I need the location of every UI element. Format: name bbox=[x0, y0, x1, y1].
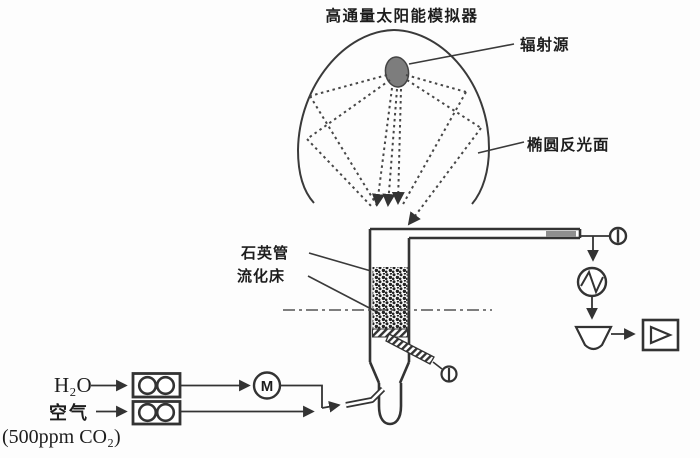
light-ray bbox=[306, 79, 391, 140]
gauge-icon bbox=[608, 226, 628, 246]
reflector-label: 椭圆反光面 bbox=[527, 135, 610, 154]
reflector-dome bbox=[296, 29, 491, 205]
fluidized-bed-leader bbox=[307, 275, 380, 314]
fluidized-bed-label: 流化床 bbox=[237, 267, 285, 285]
quartz-tube-label: 石英管 bbox=[240, 244, 289, 262]
light-ray bbox=[306, 138, 374, 209]
mixer-label: M bbox=[261, 378, 274, 395]
radiation-source-ellipse bbox=[384, 56, 410, 88]
reactor-inlet-pipe bbox=[345, 386, 386, 408]
mixer-icon: M bbox=[252, 371, 282, 400]
reactor-tube bbox=[368, 227, 582, 426]
feed-lines bbox=[91, 379, 341, 418]
leader-lines bbox=[307, 43, 525, 314]
air-note-label: (500ppm CO₂) bbox=[2, 426, 121, 448]
light-ray bbox=[391, 88, 405, 205]
light-ray bbox=[406, 79, 482, 129]
light-ray bbox=[309, 95, 379, 208]
combined-feed-arrow bbox=[321, 400, 341, 413]
flow-meter-icon bbox=[131, 372, 182, 399]
flow-meter-icon bbox=[131, 400, 182, 426]
light-rays bbox=[306, 74, 482, 226]
sample-port-pipe bbox=[385, 333, 435, 365]
filter-funnel-icon bbox=[574, 325, 613, 351]
light-ray bbox=[371, 87, 393, 207]
quartz-tube-leader bbox=[308, 252, 372, 272]
reflector-leader bbox=[477, 141, 525, 154]
light-ray bbox=[401, 91, 467, 207]
air-label: 空气 bbox=[49, 402, 89, 423]
heat-exchanger-icon bbox=[576, 266, 608, 298]
pipe-plug bbox=[546, 231, 576, 237]
analyzer-icon bbox=[641, 318, 680, 352]
light-ray bbox=[405, 74, 467, 93]
sample-port-connector bbox=[432, 361, 443, 370]
radiation-source-leader bbox=[408, 43, 515, 65]
h2o-label: H₂O bbox=[54, 373, 92, 397]
light-ray bbox=[407, 127, 482, 226]
diagram-title: 高通量太阳能模拟器 bbox=[325, 6, 478, 25]
light-ray bbox=[309, 74, 388, 97]
radiation-source-label: 辐射源 bbox=[520, 35, 570, 54]
mixer-outlet-line bbox=[280, 384, 323, 408]
thermocouple-icon bbox=[440, 365, 458, 383]
light-ray bbox=[382, 88, 398, 207]
particle-bed bbox=[372, 267, 408, 329]
